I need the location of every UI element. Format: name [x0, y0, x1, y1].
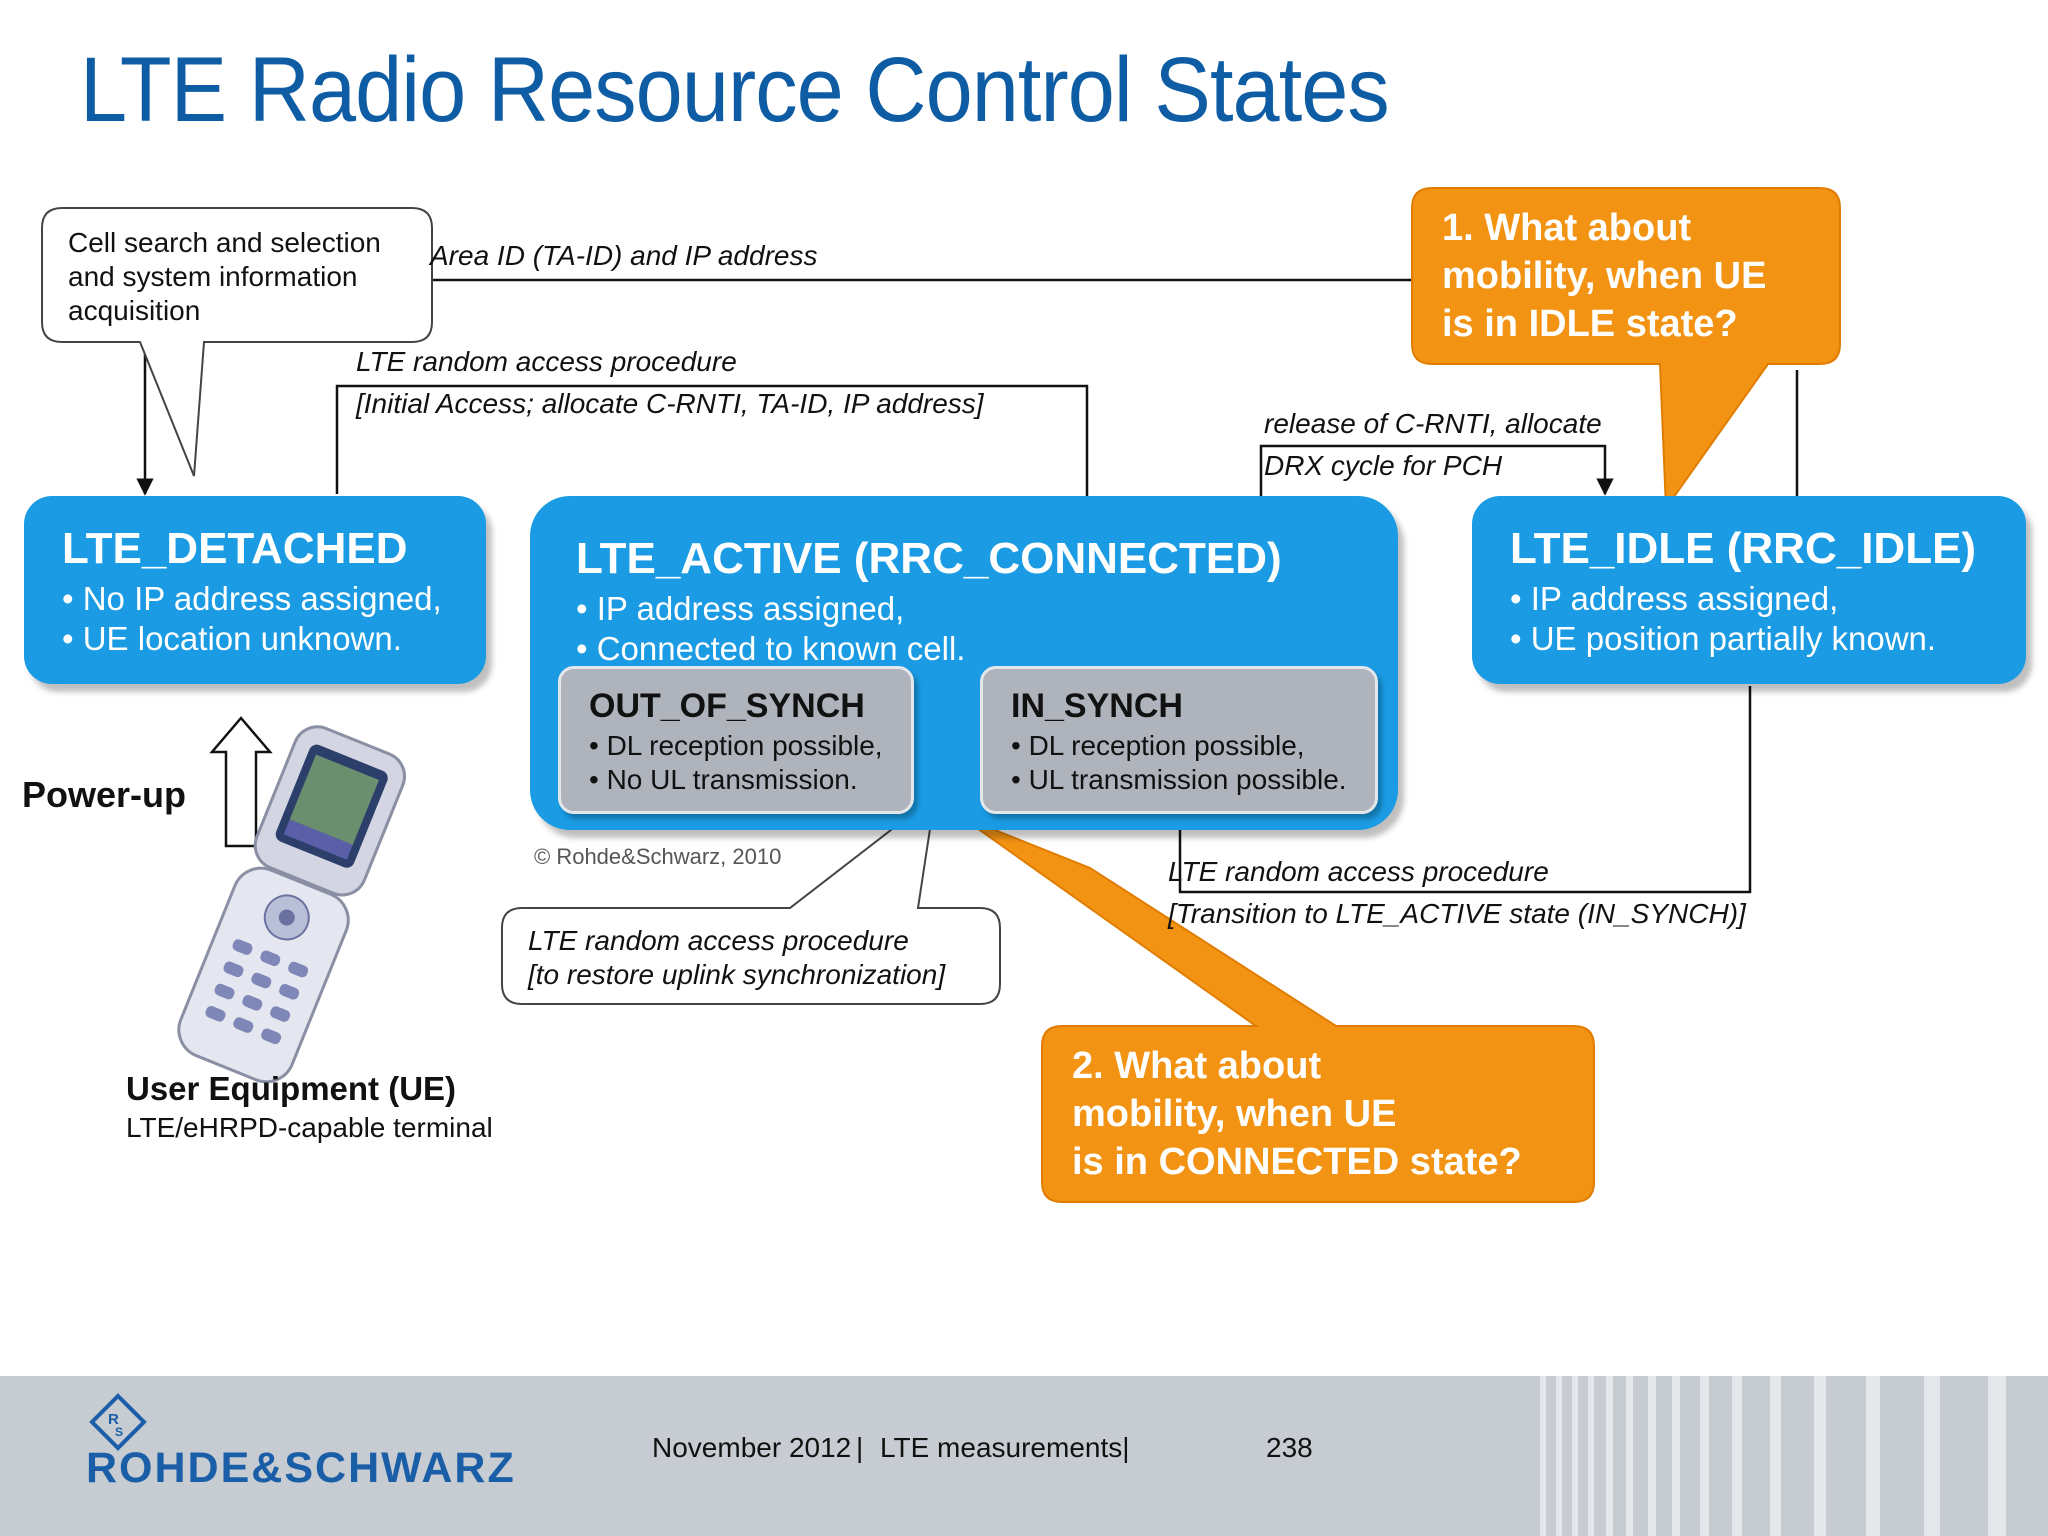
question-1-line: 1. What about [1442, 207, 1692, 249]
label-initial-access-2: [Initial Access; allocate C-RNTI, TA-ID,… [356, 388, 984, 419]
copyright-note: © Rohde&Schwarz, 2010 [534, 844, 782, 869]
question-2-line: mobility, when UE [1072, 1093, 1397, 1135]
label-ta-id: Area ID (TA-ID) and IP address [430, 240, 818, 271]
state-bullet: • No IP address assigned, [62, 580, 442, 617]
substate-out-of-synch: OUT_OF_SYNCH • DL reception possible, • … [558, 666, 914, 814]
label-transition-2: [Transition to LTE_ACTIVE state (IN_SYNC… [1168, 898, 1746, 929]
substate-name: OUT_OF_SYNCH [589, 687, 865, 725]
svg-text:R: R [108, 1411, 119, 1428]
question-1-line: is in IDLE state? [1442, 303, 1738, 345]
footer-stripes: R S [89, 1376, 2006, 1536]
substate-bullet: • DL reception possible, [589, 730, 883, 761]
brand-logo-icon: R S [89, 1393, 147, 1451]
footer-bar: R S November 2012 | LTE measurements| 23… [0, 1376, 2048, 1536]
state-name: LTE_ACTIVE (RRC_CONNECTED) [576, 534, 1282, 583]
substate-bullet: • DL reception possible, [1011, 730, 1305, 761]
question-2-line: is in CONNECTED state? [1072, 1141, 1522, 1183]
state-name: LTE_DETACHED [62, 524, 408, 573]
question-2-line: 2. What about [1072, 1045, 1322, 1087]
substate-name: IN_SYNCH [1011, 687, 1183, 725]
state-name: LTE_IDLE (RRC_IDLE) [1510, 524, 1977, 573]
callout-cell-search-line: acquisition [68, 295, 201, 326]
state-bullet: • Connected to known cell. [576, 630, 966, 667]
callout-cell-search-line: and system information [68, 261, 358, 292]
substate-bullet: • No UL transmission. [589, 764, 858, 795]
state-lte-detached: LTE_DETACHED • No IP address assigned, •… [24, 496, 486, 684]
substate-in-synch: IN_SYNCH • DL reception possible, • UL t… [980, 666, 1378, 814]
label-release-1: release of C-RNTI, allocate [1264, 408, 1602, 439]
callout-restore-sync-line: LTE random access procedure [528, 925, 909, 956]
phone-illustration [177, 725, 406, 1084]
page-title: LTE Radio Resource Control States [80, 39, 1390, 141]
callout-restore-sync-line: [to restore uplink synchronization] [528, 959, 946, 990]
brand-wordmark: ROHDE&SCHWARZ [86, 1444, 516, 1492]
callout-cell-search-line: Cell search and selection [68, 227, 381, 258]
footer-page-number: 238 [1266, 1432, 1313, 1463]
substate-bullet: • UL transmission possible. [1011, 764, 1347, 795]
label-initial-access-1: LTE random access procedure [356, 346, 737, 377]
power-up-arrow [209, 716, 273, 848]
footer-separator: | [856, 1432, 864, 1463]
state-bullet: • IP address assigned, [1510, 580, 1839, 617]
question-1-line: mobility, when UE [1442, 255, 1767, 297]
power-up-label: Power-up [22, 774, 187, 815]
footer-topic: LTE measurements| [880, 1432, 1130, 1463]
label-transition-1: LTE random access procedure [1168, 856, 1549, 887]
state-lte-idle: LTE_IDLE (RRC_IDLE) • IP address assigne… [1472, 496, 2026, 684]
ue-title: User Equipment (UE) [126, 1070, 457, 1107]
state-bullet: • UE position partially known. [1510, 620, 1937, 657]
state-bullet: • IP address assigned, [576, 590, 905, 627]
label-release-2: DRX cycle for PCH [1264, 450, 1503, 481]
state-bullet: • UE location unknown. [62, 620, 402, 657]
ue-subtitle: LTE/eHRPD-capable terminal [126, 1112, 493, 1143]
footer-date: November 2012 [652, 1432, 852, 1463]
svg-text:S: S [115, 1425, 123, 1439]
